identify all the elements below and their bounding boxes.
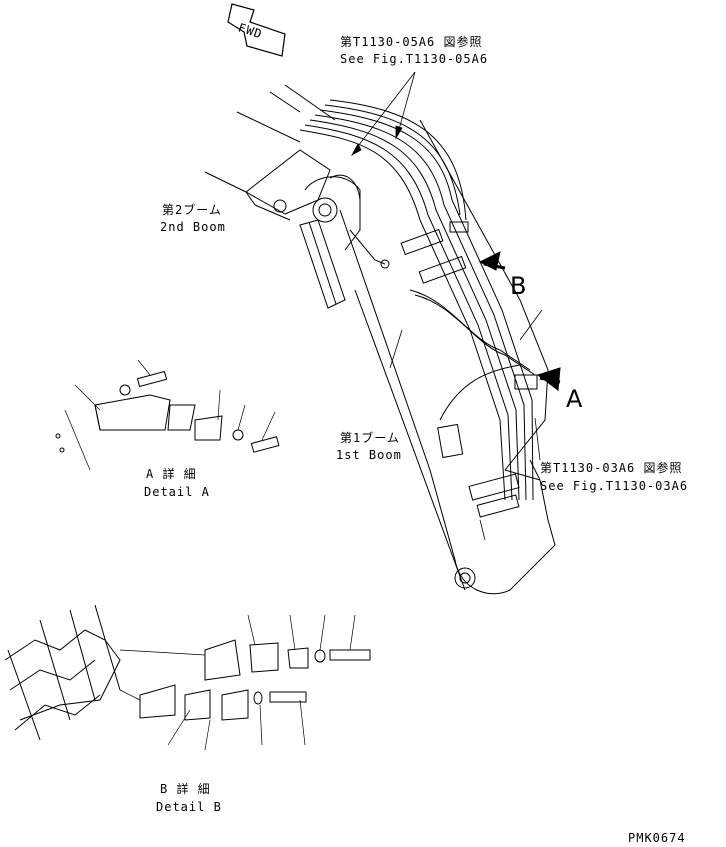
ref-right-en: See Fig.T1130-03A6 xyxy=(540,479,689,493)
hose-clamps xyxy=(400,221,538,518)
drawing-code: PMK0674 xyxy=(628,831,686,845)
ref-top-en: See Fig.T1130-05A6 xyxy=(340,52,489,66)
detail-a-en: Detail A xyxy=(144,485,210,499)
ref-right-jp: 第T1130-03A6 図参照 xyxy=(540,461,683,475)
view-arrow-b-icon xyxy=(478,251,506,271)
first-boom xyxy=(339,119,556,595)
boom2-jp: 第2ブーム xyxy=(162,203,222,217)
hydraulic-hoses xyxy=(299,99,536,501)
boom2-en: 2nd Boom xyxy=(160,220,226,234)
boom-cylinder xyxy=(299,219,346,309)
second-boom xyxy=(204,84,390,269)
view-arrow-a-icon xyxy=(536,367,561,391)
ref-top-jp: 第T1130-05A6 図参照 xyxy=(340,35,483,49)
fwd-arrow-icon xyxy=(227,3,286,57)
leader-lines xyxy=(350,71,543,541)
detail-b-jp: B 詳 細 xyxy=(160,782,211,796)
boom1-jp: 第1ブーム xyxy=(340,431,400,445)
view-a-label: A xyxy=(566,385,583,413)
boom1-en: 1st Boom xyxy=(336,448,402,462)
view-b-label: B xyxy=(510,272,527,300)
detail-a-drawing xyxy=(55,359,280,471)
detail-a-jp: A 詳 細 xyxy=(146,467,197,481)
detail-b-drawing xyxy=(4,604,371,751)
detail-b-en: Detail B xyxy=(156,800,222,814)
